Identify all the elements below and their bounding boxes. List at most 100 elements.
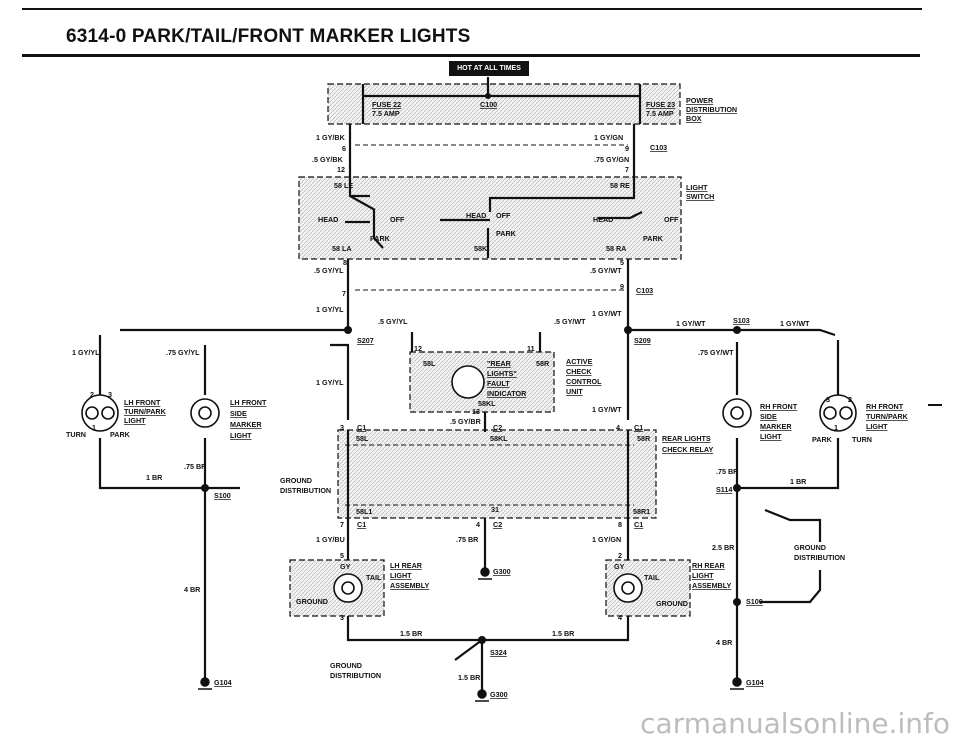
lamp-symbols [81, 365, 857, 603]
pin-label: 12 [337, 165, 345, 174]
pin-label: 12 [414, 344, 422, 353]
wire-label: .5 GY/WT [554, 317, 586, 326]
turn-label: TURN [66, 430, 86, 439]
rh-side-label-3: MARKER [760, 422, 792, 431]
lh-front-label-1: LH FRONT [124, 398, 161, 407]
switch-name-1: LIGHT [686, 183, 708, 192]
ground-label: GROUND [296, 597, 328, 606]
pin-label: 3 [340, 423, 344, 432]
switch-head-c: HEAD [466, 211, 486, 220]
pin-label: 7 [340, 520, 344, 529]
rh-front-label-1: RH FRONT [866, 402, 904, 411]
wire-label: 1 BR [146, 473, 163, 482]
tail-label: TAIL [366, 573, 382, 582]
switch-head-r: HEAD [593, 215, 613, 224]
hot-badge: HOT AT ALL TIMES [449, 61, 529, 76]
switch-head-l: HEAD [318, 215, 338, 224]
wire-label: 4 BR [716, 638, 733, 647]
splice-s209: S209 [634, 336, 651, 345]
lh-rear-label-1: LH REAR [390, 561, 423, 570]
check-unit-8: UNIT [566, 387, 583, 396]
pin-label: 4 [476, 520, 480, 529]
connector-dashes [345, 144, 634, 506]
ground-g300-b: G300 [490, 690, 508, 699]
pin-label: 8 [343, 258, 347, 267]
switch-park-c: PARK [496, 229, 517, 238]
pin-label: 8 [618, 520, 622, 529]
wire-label: 1 GY/BK [316, 133, 346, 142]
connector-c1-a: C1 [357, 423, 366, 432]
connector-c1-d: C1 [634, 520, 643, 529]
splice-s207: S207 [357, 336, 374, 345]
pin-label: 9 [620, 282, 624, 291]
ground-g104-l: G104 [214, 678, 232, 687]
wire-label: 1 GY/GN [592, 535, 621, 544]
connector-labels: C103 C103 C1 C2 C1 C1 C2 C1 S207 S209 S1… [214, 143, 764, 699]
switch-name-2: SWITCH [686, 192, 714, 201]
rh-front-label-2: TURN/PARK [866, 412, 909, 421]
switch-58le: 58 LE [334, 181, 353, 190]
pin-label: 1 [92, 423, 96, 432]
relay-58kl: 58KL [490, 434, 508, 443]
relay-58r: 58R [637, 434, 651, 443]
wire-label: 1 GY/YL [316, 378, 344, 387]
check-unit-1: "REAR [487, 359, 512, 368]
wire-label: 1 GY/WT [592, 309, 622, 318]
power-box-name-1: POWER [686, 96, 714, 105]
power-box-name-3: BOX [686, 114, 702, 123]
wire-label: .75 GY/WT [698, 348, 734, 357]
check-unit-4: INDICATOR [487, 389, 527, 398]
wire-label: .5 GY/YL [378, 317, 408, 326]
ground-label: GROUND [656, 599, 688, 608]
pin-label: 1 [834, 423, 838, 432]
wire-label: 1 GY/WT [676, 319, 706, 328]
wire-labels: .5 GY/BK 1 GY/BK 1 GY/GN .75 GY/GN .5 GY… [72, 133, 810, 682]
wire-label: 1 GY/YL [72, 348, 100, 357]
connector-c1-c: C1 [357, 520, 366, 529]
lh-rear-assembly-box [289, 559, 385, 617]
switch-off-l: OFF [390, 215, 405, 224]
ground-dist-r-2: DISTRIBUTION [794, 553, 845, 562]
tail-label: TAIL [644, 573, 660, 582]
pin-58r: 58R [536, 359, 550, 368]
splice-dots [201, 93, 741, 644]
fuse23-rating: 7.5 AMP [646, 109, 674, 118]
pin-58l: 58L [423, 359, 436, 368]
power-distribution-box [327, 83, 681, 125]
relay-58l1: 58L1 [356, 507, 372, 516]
pin-label: 9 [625, 144, 629, 153]
ground-dist-l-2: DISTRIBUTION [280, 486, 331, 495]
splice-s100-r: S100 [746, 597, 763, 606]
gy-label: GY [340, 562, 351, 571]
ground-g300-a: G300 [493, 567, 511, 576]
wire-label: .75 BR [456, 535, 479, 544]
pin-labels: 6 9 12 7 8 5 7 9 12 11 3 13 4 7 4 8 5 2 … [90, 144, 852, 622]
switch-off-c: OFF [496, 211, 511, 220]
pin-label: 4 [618, 613, 622, 622]
rh-rear-label-2: LIGHT [692, 571, 714, 580]
lh-rear-label-2: LIGHT [390, 571, 412, 580]
switch-off-r: OFF [664, 215, 679, 224]
wire-label: 2.5 BR [712, 543, 735, 552]
rh-rear-label-3: ASSEMBLY [692, 581, 731, 590]
pin-label: 11 [527, 344, 535, 353]
connector-c103-b: C103 [636, 286, 653, 295]
pin-label: 13 [472, 407, 480, 416]
pin-label: 4 [616, 423, 620, 432]
wire-lines [98, 77, 840, 690]
ground-dist-l-1: GROUND [280, 476, 312, 485]
wire-label: .5 GY/YL [314, 266, 344, 275]
wire-label: .5 GY/BR [450, 417, 482, 426]
rh-rear-label-1: RH REAR [692, 561, 726, 570]
lh-side-label-3: MARKER [230, 420, 262, 429]
connector-c103-a: C103 [650, 143, 667, 152]
switch-58ra: 58 RA [606, 244, 626, 253]
pin-label: 2 [618, 551, 622, 560]
power-box-labels: POWER DISTRIBUTION BOX FUSE 22 7.5 AMP F… [372, 96, 737, 123]
check-unit-6: CHECK [566, 367, 592, 376]
check-unit-7: CONTROL [566, 377, 602, 386]
switch-labels: LIGHT SWITCH 58 LE 58 RE HEAD OFF PARK H… [318, 181, 714, 253]
pin-label: 3 [826, 395, 830, 404]
connector-c2-b: C2 [493, 520, 502, 529]
